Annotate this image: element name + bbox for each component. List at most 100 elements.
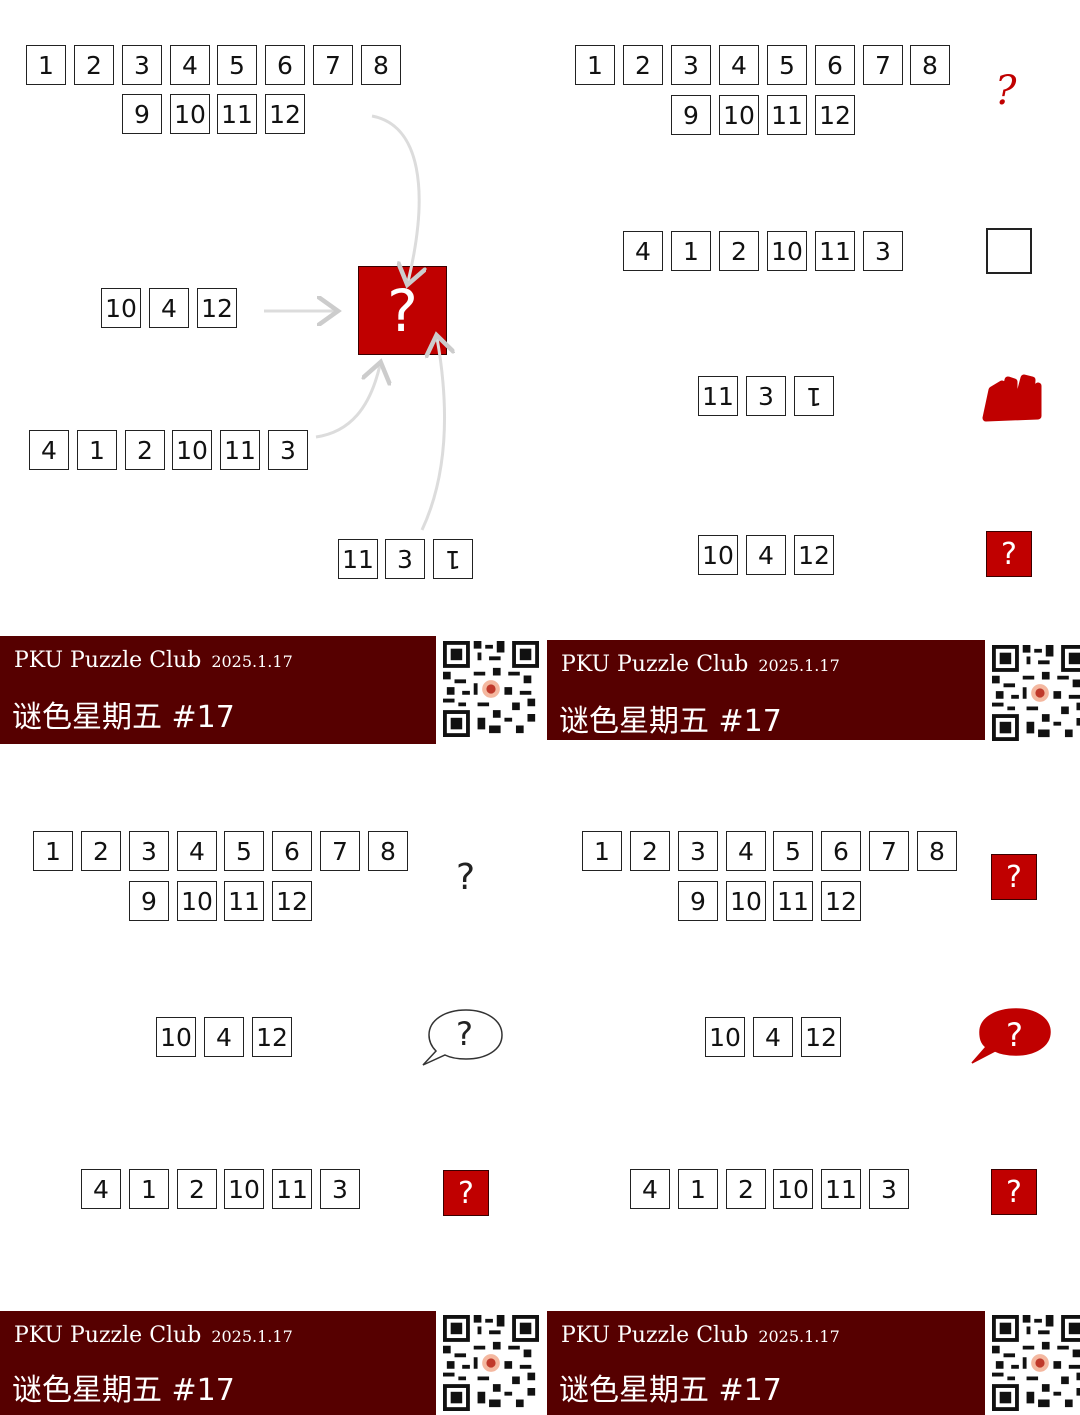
question-box: ? — [443, 1170, 489, 1216]
speech-bubble-icon — [422, 1009, 503, 1066]
panel-4: 1 2 3 4 5 6 7 8 9 10 11 12 10 4 12 4 1 2… — [540, 745, 1080, 1415]
number-tile: 12 — [272, 881, 312, 921]
question-box: ? — [991, 1169, 1037, 1215]
number-tile: 10 — [101, 288, 141, 328]
panel-3: 1 2 3 4 5 6 7 8 9 10 11 12 10 4 12 4 1 2… — [0, 745, 540, 1415]
number-tile: 10 — [726, 881, 766, 921]
number-tile: 1 — [26, 45, 66, 85]
number-tile: 10 — [705, 1017, 745, 1057]
number-tile: 4 — [719, 45, 759, 85]
number-tile: 11 — [815, 231, 855, 271]
number-tile: 3 — [678, 831, 718, 871]
question-mark: ? — [458, 1175, 474, 1211]
date: 2025.1.17 — [758, 656, 840, 675]
number-tile: 4 — [177, 831, 217, 871]
number-tile: 12 — [815, 95, 855, 135]
number-tile: 3 — [671, 45, 711, 85]
number-tile: 3 — [746, 376, 786, 416]
qr-code — [992, 1315, 1080, 1411]
number-tile: 10 — [172, 430, 212, 470]
number-tile: 4 — [623, 231, 663, 271]
number-tile: 11 — [338, 539, 378, 579]
number-tile: 12 — [794, 535, 834, 575]
red-question-mark: ? — [995, 68, 1017, 114]
number-tile: 7 — [869, 831, 909, 871]
arrow-from-row2 — [315, 365, 380, 439]
number-tile: 1 — [129, 1169, 169, 1209]
question-mark: ? — [1006, 859, 1022, 895]
number-tile: 4 — [204, 1017, 244, 1057]
question-mark: ? — [1001, 536, 1017, 572]
number-tile: 2 — [81, 831, 121, 871]
number-tile: 3 — [129, 831, 169, 871]
bubble-question-mark: ? — [456, 1015, 473, 1053]
number-tile: 11 — [698, 376, 738, 416]
question-box: ? — [986, 531, 1032, 577]
number-tile: 2 — [630, 831, 670, 871]
number-tile: 11 — [272, 1169, 312, 1209]
number-tile: 8 — [361, 45, 401, 85]
number-tile: 9 — [122, 94, 162, 134]
date: 2025.1.17 — [758, 1327, 840, 1346]
number-tile: 3 — [268, 430, 308, 470]
number-tile: 2 — [177, 1169, 217, 1209]
number-tile: 6 — [815, 45, 855, 85]
number-tile: 3 — [863, 231, 903, 271]
panel-2: 1 2 3 4 5 6 7 8 9 10 11 12 4 1 2 10 11 3… — [540, 0, 1080, 745]
number-tile: 12 — [197, 288, 237, 328]
number-tile: 10 — [177, 881, 217, 921]
number-tile: 2 — [726, 1169, 766, 1209]
qr-code — [443, 1315, 539, 1411]
number-tile: 4 — [81, 1169, 121, 1209]
arrow-from-row3 — [420, 338, 445, 531]
number-tile: 6 — [265, 45, 305, 85]
number-tile: 1 — [671, 231, 711, 271]
date: 2025.1.17 — [211, 1327, 293, 1346]
number-tile: 1 — [77, 430, 117, 470]
arrow-from-top — [371, 114, 419, 282]
number-tile: 1 — [33, 831, 73, 871]
number-tile: 10 — [767, 231, 807, 271]
number-tile: 4 — [753, 1017, 793, 1057]
number-tile: 2 — [74, 45, 114, 85]
question-mark: ? — [1006, 1174, 1022, 1210]
banner-title: 谜色星期五 #17 — [12, 700, 235, 735]
number-tile: 9 — [678, 881, 718, 921]
number-tile: 8 — [368, 831, 408, 871]
qr-code — [992, 645, 1080, 741]
number-tile: 9 — [671, 95, 711, 135]
banner-title: 谜色星期五 #17 — [559, 1373, 782, 1408]
number-tile: 10 — [698, 535, 738, 575]
number-tile: 7 — [863, 45, 903, 85]
number-tile: 3 — [122, 45, 162, 85]
number-tile: 11 — [767, 95, 807, 135]
number-tile: 12 — [821, 881, 861, 921]
number-tile: 8 — [910, 45, 950, 85]
number-tile: 11 — [220, 430, 260, 470]
number-tile: 10 — [156, 1017, 196, 1057]
number-tile: 4 — [630, 1169, 670, 1209]
number-tile: 4 — [746, 535, 786, 575]
number-tile: 5 — [773, 831, 813, 871]
date: 2025.1.17 — [211, 652, 293, 671]
number-tile: 11 — [821, 1169, 861, 1209]
number-tile: 2 — [719, 231, 759, 271]
number-tile: 6 — [272, 831, 312, 871]
question-box: ? — [991, 854, 1037, 900]
number-tile: 4 — [29, 430, 69, 470]
number-tile: 1 — [582, 831, 622, 871]
banner-title: 谜色星期五 #17 — [12, 1373, 235, 1408]
scribble-icon — [982, 374, 1042, 422]
number-tile: 8 — [917, 831, 957, 871]
number-tile: 11 — [217, 94, 257, 134]
number-tile: 5 — [767, 45, 807, 85]
number-tile: 3 — [320, 1169, 360, 1209]
number-tile: 4 — [170, 45, 210, 85]
